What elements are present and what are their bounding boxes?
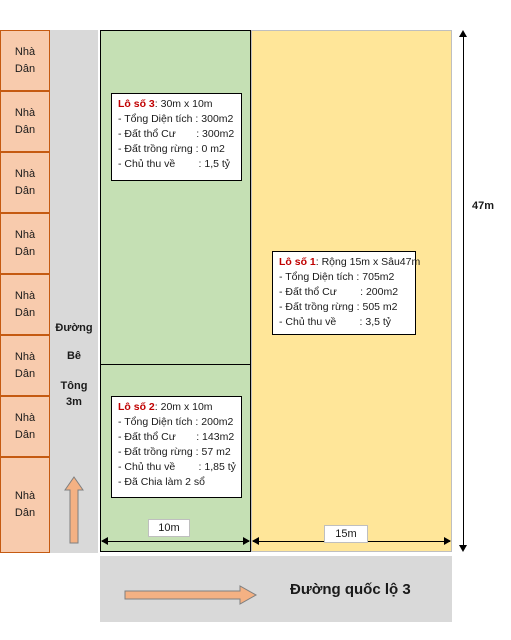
lot-2-total-area: - Tổng Diện tích : 200m2 — [118, 416, 234, 428]
side-road-label-4: 3m — [66, 396, 82, 408]
dimension-label-47m: 47m — [472, 200, 495, 212]
lot-2-title: Lô số 2: 20m x 10m — [118, 401, 213, 413]
arrow-right-icon — [243, 537, 250, 545]
lot-1-forest-land: - Đất trồng rừng : 505 m2 — [279, 301, 398, 313]
house-label: Nhà Dân — [14, 228, 36, 258]
arrow-right-icon — [444, 537, 451, 545]
side-road-label-3: Tông — [60, 380, 88, 392]
house-label: Nhà Dân — [14, 45, 36, 75]
side-road-label-2: Bê — [66, 350, 82, 362]
dimension-line-47m — [463, 32, 464, 550]
house-block-5: Nhà Dân — [0, 274, 50, 335]
arrow-up-icon — [459, 30, 467, 37]
lot-3-price: - Chủ thu về : 1,5 tỷ — [118, 158, 231, 170]
dimension-line-10m — [102, 541, 249, 542]
right-arrow-icon — [124, 585, 258, 605]
lot-3-title: Lô số 3: 30m x 10m — [118, 98, 213, 110]
highway-label: Đường quốc lộ 3 — [290, 581, 411, 598]
dimension-label-15m: 15m — [324, 525, 368, 543]
up-arrow-icon — [64, 476, 84, 544]
house-block-8: Nhà Dân — [0, 457, 50, 553]
lot-2-residential-land: - Đất thổ Cư : 143m2 — [118, 431, 235, 443]
side-road — [50, 30, 98, 553]
lot-2-forest-land: - Đất trồng rừng : 57 m2 — [118, 446, 231, 458]
lot-1-title: Lô số 1: Rộng 15m x Sâu47m — [279, 256, 421, 268]
lot-2-price: - Chủ thu về : 1,85 tỷ — [118, 461, 236, 473]
dimension-label-10m: 10m — [148, 519, 190, 537]
arrow-left-icon — [252, 537, 259, 545]
house-label: Nhà Dân — [14, 106, 36, 136]
house-label: Nhà Dân — [14, 350, 36, 380]
lot-3-residential-land: - Đất thổ Cư : 300m2 — [118, 128, 235, 140]
lot-1-total-area: - Tổng Diện tích : 705m2 — [279, 271, 395, 283]
house-block-1: Nhà Dân — [0, 30, 50, 91]
house-block-3: Nhà Dân — [0, 152, 50, 213]
house-block-7: Nhà Dân — [0, 396, 50, 457]
highway — [100, 556, 452, 622]
house-label: Nhà Dân — [14, 490, 36, 519]
house-block-6: Nhà Dân — [0, 335, 50, 396]
house-block-2: Nhà Dân — [0, 91, 50, 152]
lot-2-info-box: Lô số 2: 20m x 10m - Tổng Diện tích : 20… — [111, 396, 242, 498]
house-block-4: Nhà Dân — [0, 213, 50, 274]
arrow-left-icon — [101, 537, 108, 545]
lot-1-residential-land: - Đất thổ Cư : 200m2 — [279, 286, 399, 298]
lot-3-info-box: Lô số 3: 30m x 10m - Tổng Diện tích : 30… — [111, 93, 242, 181]
side-road-label-1: Đường — [55, 322, 93, 334]
house-label: Nhà Dân — [14, 411, 36, 441]
house-label: Nhà Dân — [14, 167, 36, 197]
lot-3-total-area: - Tổng Diện tích : 300m2 — [118, 113, 234, 125]
lot-2-note: - Đã Chia làm 2 sổ — [118, 476, 205, 488]
lot-1-info-box: Lô số 1: Rộng 15m x Sâu47m - Tổng Diện t… — [272, 251, 421, 335]
lot-3-forest-land: - Đất trồng rừng : 0 m2 — [118, 143, 225, 155]
house-label: Nhà Dân — [14, 289, 36, 319]
lot-3-area — [100, 30, 251, 365]
lot-1-price: - Chủ thu về : 3,5 tỷ — [279, 316, 392, 328]
arrow-down-icon — [459, 545, 467, 552]
